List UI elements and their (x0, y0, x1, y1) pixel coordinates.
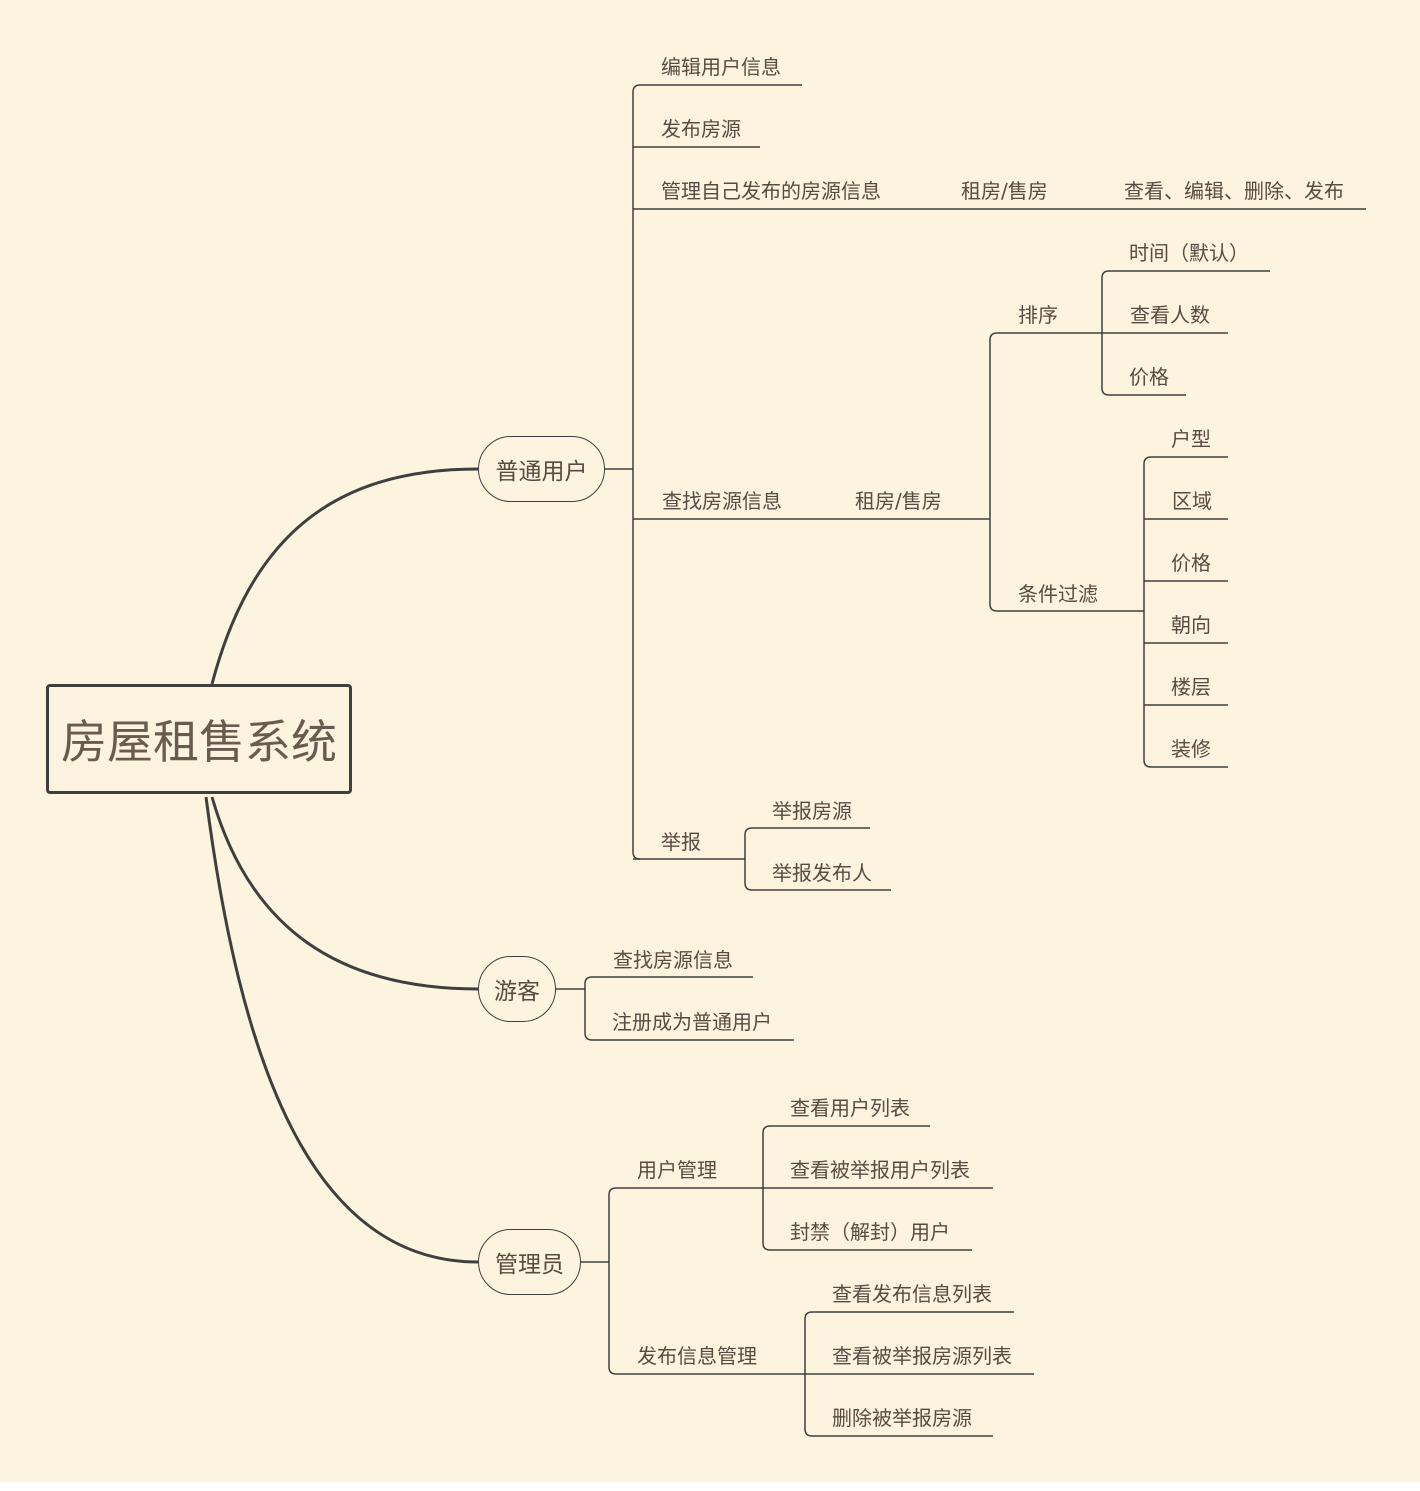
topic-ban-unban-user[interactable]: 封禁（解封）用户 (790, 1220, 950, 1244)
topic-sort-views[interactable]: 查看人数 (1130, 303, 1210, 327)
topic-admin[interactable]: 管理员 (478, 1229, 581, 1295)
spine-guest (584, 976, 593, 1041)
spine-search-options (989, 332, 998, 612)
topic-manage-actions[interactable]: 查看、编辑、删除、发布 (1124, 179, 1344, 203)
topic-filter[interactable]: 条件过滤 (1018, 582, 1098, 606)
branch-curve-regular-user (210, 467, 479, 685)
topic-view-reported-users[interactable]: 查看被举报用户列表 (790, 1158, 970, 1182)
spine-regular-user (632, 84, 641, 860)
topic-manage-own-listings[interactable]: 管理自己发布的房源信息 (661, 179, 881, 203)
topic-filter-type[interactable]: 户型 (1171, 427, 1211, 451)
topic-report-publisher[interactable]: 举报发布人 (772, 861, 872, 885)
topic-user-management[interactable]: 用户管理 (637, 1158, 717, 1182)
topic-delete-reported-posts[interactable]: 删除被举报房源 (832, 1406, 972, 1430)
topic-regular-user[interactable]: 普通用户 (478, 436, 605, 502)
topic-publish-listing[interactable]: 发布房源 (661, 117, 741, 141)
root-topic[interactable]: 房屋租售系统 (46, 684, 352, 794)
topic-manage-rent-sell[interactable]: 租房/售房 (961, 179, 1048, 203)
topic-guest-register[interactable]: 注册成为普通用户 (612, 1010, 772, 1034)
topic-post-management[interactable]: 发布信息管理 (637, 1344, 757, 1368)
topic-filter-orientation[interactable]: 朝向 (1171, 613, 1211, 637)
branch-curve-guest (210, 796, 479, 991)
topic-sort-price[interactable]: 价格 (1129, 365, 1169, 389)
topic-view-user-list[interactable]: 查看用户列表 (790, 1096, 910, 1120)
topic-search-listings[interactable]: 查找房源信息 (662, 489, 782, 513)
topic-report-listing[interactable]: 举报房源 (772, 799, 852, 823)
spine-filter (1143, 456, 1152, 768)
topic-guest[interactable]: 游客 (478, 956, 556, 1022)
topic-report[interactable]: 举报 (661, 830, 701, 854)
topic-view-reported-posts[interactable]: 查看被举报房源列表 (832, 1344, 1012, 1368)
topic-edit-user-info[interactable]: 编辑用户信息 (661, 55, 781, 79)
topic-guest-search[interactable]: 查找房源信息 (613, 948, 733, 972)
topic-sort[interactable]: 排序 (1018, 303, 1058, 327)
topic-filter-decoration[interactable]: 装修 (1171, 737, 1211, 761)
topic-filter-price[interactable]: 价格 (1171, 551, 1211, 575)
spine-admin (608, 1187, 617, 1375)
spine-report (744, 827, 753, 891)
topic-filter-floor[interactable]: 楼层 (1171, 675, 1211, 699)
topic-search-rent-sell[interactable]: 租房/售房 (855, 489, 942, 513)
topic-view-post-list[interactable]: 查看发布信息列表 (832, 1282, 992, 1306)
branch-curve-admin (204, 796, 479, 1264)
topic-sort-time[interactable]: 时间（默认） (1129, 241, 1249, 265)
topic-filter-area[interactable]: 区域 (1172, 489, 1212, 513)
